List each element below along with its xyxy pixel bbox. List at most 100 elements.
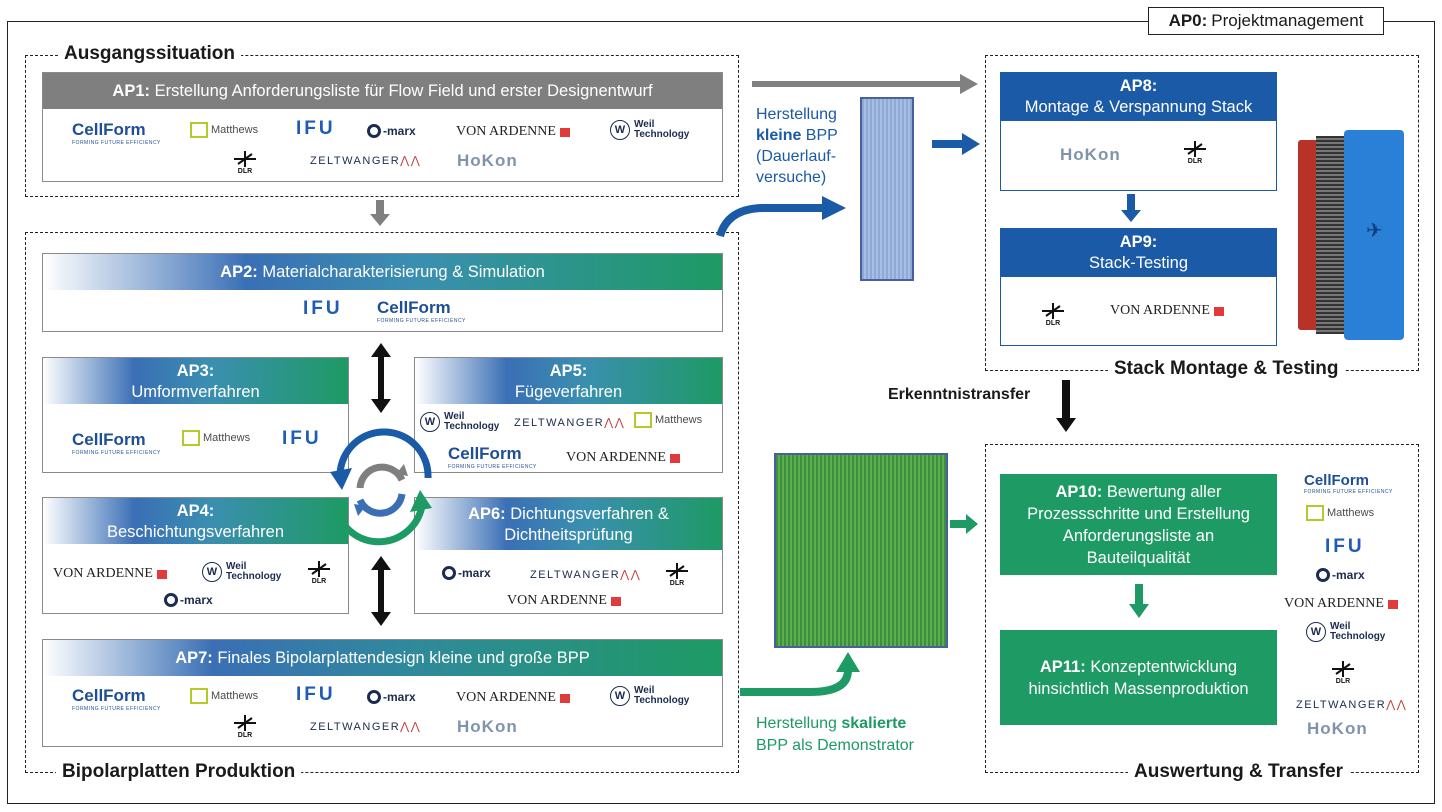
ap5-label: Fügeverfahren (514, 383, 623, 401)
ap1-id: AP1: (112, 82, 150, 100)
ap4-label: Beschichtungsverfahren (106, 523, 285, 541)
ap3-header: AP3: Umformverfahren (43, 358, 348, 404)
double-arrow-vertical (371, 556, 391, 626)
logo-hokon: HoKon (1307, 719, 1368, 738)
arrow-right-green (950, 514, 978, 534)
logo-emarx: -marx (367, 690, 416, 704)
ap10-line1: Bewertung aller (1106, 483, 1222, 501)
logo-dlr: DLR (1040, 302, 1066, 328)
ap1-card: AP1: Erstellung Anforderungsliste für Fl… (42, 72, 723, 182)
ap9-card: AP9: Stack-Testing (1000, 228, 1277, 346)
ap1-header: AP1: Erstellung Anforderungsliste für Fl… (43, 73, 722, 109)
erkenntnistransfer-label: Erkenntnistransfer (888, 386, 1031, 403)
ap10-card: AP10: Bewertung aller Prozessschritte un… (1000, 474, 1277, 575)
logo-dlr: DLR (306, 560, 332, 586)
ap10-id: AP10: (1055, 483, 1103, 501)
ap6-label1: Dichtungsverfahren & (510, 505, 669, 523)
logo-emarx: -marx (442, 566, 491, 580)
logo-ifu: IFU (1325, 536, 1365, 557)
arrow-curved-green (740, 652, 860, 696)
arrow-down-black (1056, 380, 1076, 432)
ap10-line2: Prozessschritte und Erstellung (1027, 505, 1250, 523)
logo-emarx: -marx (1316, 568, 1365, 582)
logo-zeltwanger: ZELTWANGER⋀⋀ (530, 568, 642, 582)
logo-zeltwanger: ZELTWANGER⋀⋀ (310, 720, 422, 734)
arrow-curved-blue (716, 196, 846, 238)
ap0-id: AP0: (1168, 11, 1208, 30)
logo-matthews: Matthews (190, 122, 258, 138)
section-title-bpp: Bipolarplatten Produktion (56, 761, 302, 783)
logo-vonardenne: VON ARDENNE (456, 124, 570, 140)
section-title-ausgangssituation: Ausgangssituation (58, 43, 242, 65)
ap6-id: AP6: (468, 505, 506, 523)
ap6-header: AP6: Dichtungsverfahren & Dichtheitsprüf… (415, 498, 722, 550)
logo-dlr: DLR (232, 714, 258, 740)
ap4-header: AP4: Beschichtungsverfahren (43, 498, 348, 544)
ap4-card: AP4: Beschichtungsverfahren (42, 497, 349, 614)
stack-image: ✈ (1298, 130, 1408, 340)
arrow-down-green (1129, 584, 1149, 618)
ap8-card: AP8: Montage & Verspannung Stack (1000, 72, 1277, 191)
logo-dlr: DLR (664, 562, 690, 588)
logo-ifu: IFU (296, 684, 336, 705)
ap6-card: AP6: Dichtungsverfahren & Dichtheitsprüf… (414, 497, 723, 614)
ap5-id: AP5: (549, 362, 588, 380)
ap8-label: Montage & Verspannung Stack (1024, 98, 1253, 116)
arrow-right-blue (932, 133, 980, 155)
ap8-id: AP8: (1119, 77, 1158, 95)
ap8-header: AP8: Montage & Verspannung Stack (1001, 73, 1276, 121)
ap11-line2: hinsichtlich Massenproduktion (1028, 680, 1249, 698)
logo-matthews: Matthews (634, 412, 702, 428)
logo-zeltwanger: ZELTWANGER⋀⋀ (1296, 698, 1408, 712)
logo-dlr: DLR (1330, 660, 1356, 686)
ap1-label: Erstellung Anforderungsliste für Flow Fi… (154, 82, 653, 100)
ap2-label: Materialcharakterisierung & Simulation (262, 263, 545, 281)
logo-hokon: HoKon (457, 717, 518, 736)
double-arrow-vertical (371, 343, 391, 413)
logo-vonardenne: VON ARDENNE (1110, 303, 1224, 319)
ap0-label: Projektmanagement (1211, 11, 1364, 30)
logo-ifu: IFU (303, 298, 343, 319)
scaled-bpp-text: Herstellung skalierte BPP als Demonstrat… (756, 715, 914, 754)
logo-hokon: HoKon (457, 151, 518, 170)
logo-vonardenne: VON ARDENNE (456, 690, 570, 706)
arrow-down-grey (370, 200, 390, 226)
ap3-card: AP3: Umformverfahren (42, 357, 349, 473)
ap4-id: AP4: (176, 502, 215, 520)
logo-ifu: IFU (296, 118, 336, 139)
ap7-card: AP7: Finales Bipolarplattendesign kleine… (42, 639, 723, 747)
small-bpp-plate (860, 97, 914, 281)
logo-matthews: Matthews (1306, 505, 1374, 521)
ap11-id: AP11: (1039, 658, 1086, 676)
ap2-id: AP2: (220, 263, 258, 281)
logo-matthews: Matthews (182, 430, 250, 446)
ap11-line1: Konzeptentwicklung (1090, 658, 1238, 676)
ap9-header: AP9: Stack-Testing (1001, 229, 1276, 277)
logo-vonardenne: VON ARDENNE (566, 450, 680, 466)
logo-vonardenne: VON ARDENNE (507, 593, 621, 609)
ap7-label: Finales Bipolarplattendesign kleine und … (217, 649, 590, 667)
logo-ifu: IFU (282, 428, 322, 449)
logo-vonardenne: VON ARDENNE (53, 566, 167, 582)
section-title-auswertung: Auswertung & Transfer (1128, 761, 1350, 783)
logo-dlr: DLR (1182, 140, 1208, 166)
ap9-id: AP9: (1119, 233, 1158, 251)
cycle-icon (330, 428, 432, 546)
section-ausgangssituation (25, 55, 739, 197)
logo-emarx: -marx (164, 593, 213, 607)
ap3-id: AP3: (176, 362, 215, 380)
ap2-card: AP2: Materialcharakterisierung & Simulat… (42, 253, 723, 332)
ap9-label: Stack-Testing (1088, 254, 1189, 272)
logo-emarx: -marx (367, 124, 416, 138)
arrow-down-blue (1121, 194, 1141, 222)
logo-dlr: DLR (232, 150, 258, 176)
arrow-right-grey (752, 74, 978, 94)
small-bpp-text: Herstellung kleine BPP (Dauerlauf- versu… (756, 106, 838, 186)
ap0-box: AP0: Projektmanagement (1148, 7, 1384, 35)
ap10-line3: Anforderungsliste an (1062, 527, 1215, 545)
